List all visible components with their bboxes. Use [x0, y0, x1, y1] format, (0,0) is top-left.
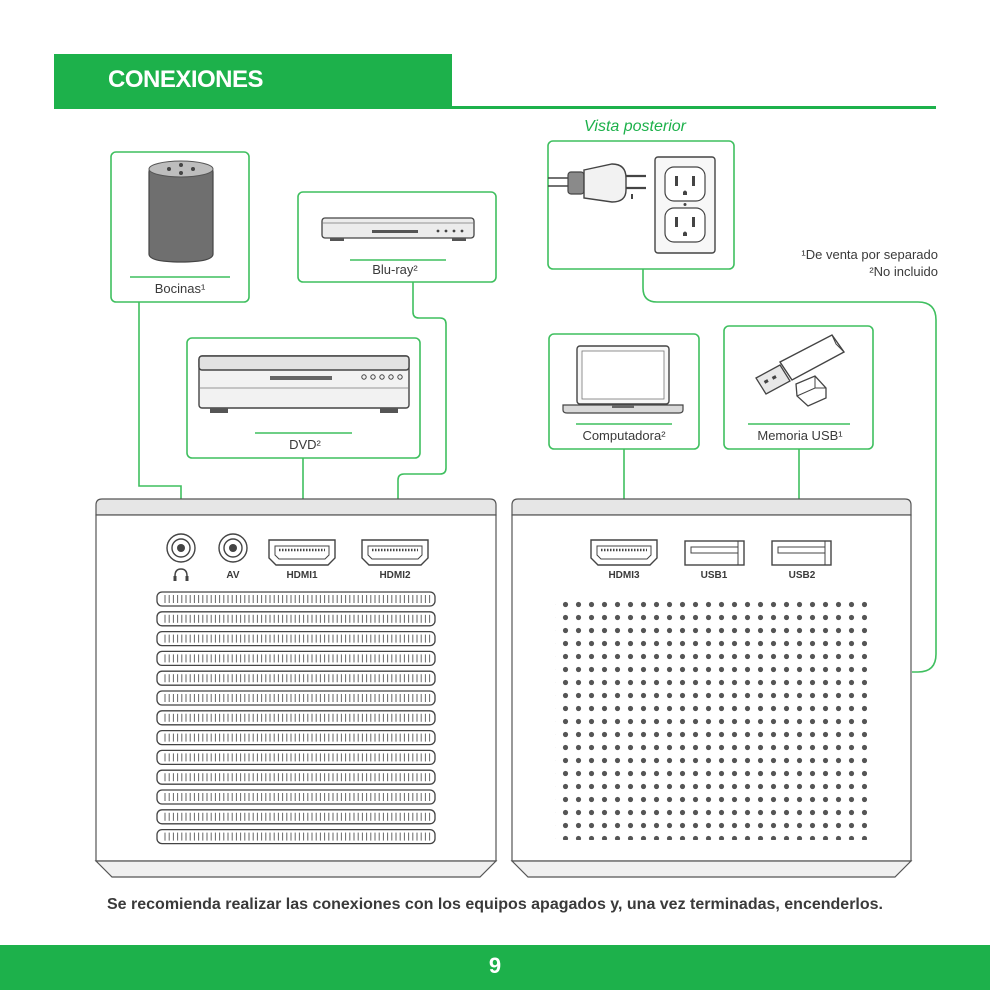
hdmi1-port-label: HDMI1: [286, 570, 318, 581]
speaker-grille: [555, 600, 867, 840]
dvd-label: DVD²: [289, 437, 321, 452]
av-port-label: AV: [226, 570, 240, 581]
usb1-port-label: USB1: [700, 570, 728, 581]
vent-slot: [156, 710, 436, 726]
speaker-icon: [148, 160, 214, 263]
usb2-port-label: USB2: [788, 570, 816, 581]
vent-slot: [156, 769, 436, 785]
computer-label: Computadora²: [582, 428, 666, 443]
vent-slot: [156, 611, 436, 627]
vent-slot: [156, 670, 436, 686]
header-rule: [54, 106, 936, 109]
recommendation-text: Se recomienda realizar las conexiones co…: [107, 896, 883, 913]
vent-slot: [156, 650, 436, 667]
usb1-port: [684, 540, 745, 566]
rear-view-label: Vista posterior: [584, 118, 686, 135]
footnotes: ¹De venta por separado ²No incluido: [801, 246, 938, 280]
vent-slot: [156, 828, 436, 845]
vent-slot: [156, 690, 436, 706]
hdmi1-port: [268, 539, 336, 566]
hdmi2-port-label: HDMI2: [379, 570, 411, 581]
footnote-sold-separately: ¹De venta por separado: [801, 247, 938, 262]
speakers-label: Bocinas¹: [154, 281, 206, 296]
usb-stick-icon: [755, 334, 846, 407]
vent-slot: [156, 591, 436, 607]
headphone-icon: [173, 568, 189, 581]
footer-bar: [0, 945, 990, 990]
dvd-player-icon: [198, 355, 410, 413]
vent-slot: [156, 729, 436, 746]
bluray-label: Blu-ray²: [372, 262, 418, 277]
laptop-icon: [562, 345, 684, 414]
usb-memory-label: Memoria USB¹: [757, 428, 843, 443]
footnote-not-included: ²No incluido: [869, 264, 938, 279]
av-port: [218, 533, 248, 563]
headphone-port: [166, 533, 196, 563]
vent-slot: [156, 789, 436, 805]
power-cable: [642, 268, 937, 673]
header-bar: [54, 54, 452, 107]
bluray-player-icon: [321, 217, 475, 241]
hdmi3-port-label: HDMI3: [608, 570, 640, 581]
usb2-port: [771, 540, 832, 566]
hdmi3-port: [590, 539, 658, 566]
bluray-cable: [397, 282, 447, 540]
hdmi2-port: [361, 539, 429, 566]
vent-grille: [156, 591, 436, 845]
wall-outlet-icon: [654, 156, 716, 254]
page-title: CONEXIONES: [108, 66, 264, 93]
vent-slot: [156, 630, 436, 647]
page-number: 9: [488, 953, 502, 978]
power-plug-icon: [548, 163, 646, 203]
vent-slot: [156, 809, 436, 825]
vent-slot: [156, 749, 436, 766]
